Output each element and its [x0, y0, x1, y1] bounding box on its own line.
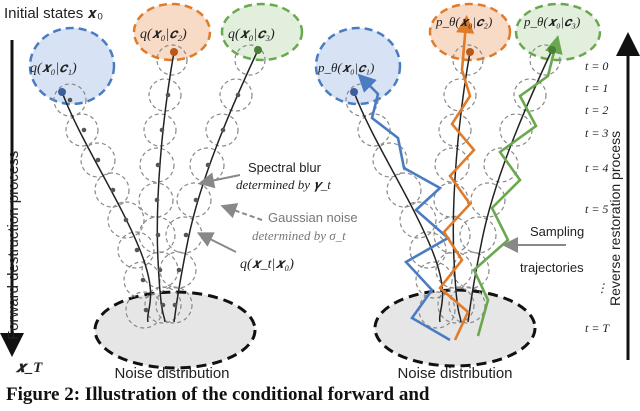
cluster-c2-label-left: q(𝒙₀|𝒄₂) — [140, 27, 187, 42]
trajectory-dots-left — [67, 92, 241, 313]
sampling-trajectory-c1 — [357, 73, 451, 342]
initial-states-label: Initial states 𝒙₀ — [4, 5, 103, 22]
cluster-c3-left — [220, 2, 304, 62]
spectral-blur-arrow — [198, 172, 241, 189]
transition-arrow — [196, 232, 237, 253]
cluster-c1-label-left: q(𝒙₀|𝒄₁) — [30, 61, 77, 76]
time-label-T: t = T — [585, 321, 610, 335]
start-point-c1-left — [58, 88, 66, 96]
sampling-trajectory-c2 — [438, 14, 476, 341]
mean-trajectory-c1-right — [353, 91, 444, 323]
reverse-axis-label: Reverse restoration process — [607, 131, 623, 306]
cluster-c1-right — [314, 26, 402, 106]
figure-caption: Figure 2: Illustration of the conditiona… — [6, 384, 430, 405]
cluster-c3-right — [514, 2, 602, 62]
time-label-2: t = 2 — [585, 103, 608, 117]
time-label-4: t = 4 — [585, 161, 608, 175]
gaussian-noise-label: Gaussian noise determined by σ_t — [252, 210, 361, 243]
mean-trajectory-c3-right — [467, 49, 553, 323]
noise-distribution-label-right: Noise distribution — [397, 365, 512, 382]
cluster-c3-label-left: q(𝒙₀|𝒄₃) — [228, 27, 275, 42]
sampling-trajectory-c3 — [472, 35, 563, 337]
time-label-3: t = 3 — [585, 126, 608, 140]
cluster-c1-label-right: p_θ(𝒙₀|𝒄₁) — [317, 60, 374, 75]
gaussian-noise-arrow — [220, 203, 263, 221]
cluster-c1-left — [28, 26, 116, 106]
trajectory-c2-left — [156, 51, 175, 323]
cluster-c2-label-right: p_θ(𝒙₀|𝒄₂) — [435, 14, 492, 29]
noise-distribution-label-left: Noise distribution — [114, 365, 229, 382]
time-labels: t = 0 t = 1 t = 2 t = 3 t = 4 t = 5 ⋮ t … — [585, 59, 610, 335]
sampling-label: Sampling trajectories — [520, 224, 588, 275]
time-label-0: t = 0 — [585, 59, 608, 73]
start-point-c2-right — [466, 48, 474, 56]
noise-distribution-ellipse-right — [373, 288, 537, 368]
time-label-1: t = 1 — [585, 81, 608, 95]
noise-distribution-ellipse-left — [93, 290, 257, 370]
cluster-c3-label-right: p_θ(𝒙₀|𝒄₃) — [523, 14, 580, 29]
transition-label: q(𝒙_t|𝒙₀) — [240, 257, 294, 272]
right-panel: Noise distribution p_θ(𝒙₀|𝒄₁) p_θ(𝒙₀|𝒄₂) — [314, 2, 640, 382]
time-label-5: t = 5 — [585, 202, 608, 216]
time-label-ellipsis: ⋮ — [596, 281, 608, 295]
left-panel: Forward destruction process Initial stat… — [0, 2, 361, 382]
x-t-label: 𝒙_T — [15, 360, 43, 376]
spectral-blur-label: Spectral blur determined by 𝜸_t — [236, 160, 331, 192]
start-point-c1-right — [350, 88, 358, 96]
forward-axis-label: Forward destruction process — [5, 151, 22, 340]
trajectory-c1-left — [61, 91, 152, 323]
start-point-c3-left — [254, 46, 262, 54]
start-point-c2-left — [170, 48, 178, 56]
start-point-c3-right — [548, 46, 556, 54]
mean-trajectory-c2-right — [452, 51, 471, 323]
